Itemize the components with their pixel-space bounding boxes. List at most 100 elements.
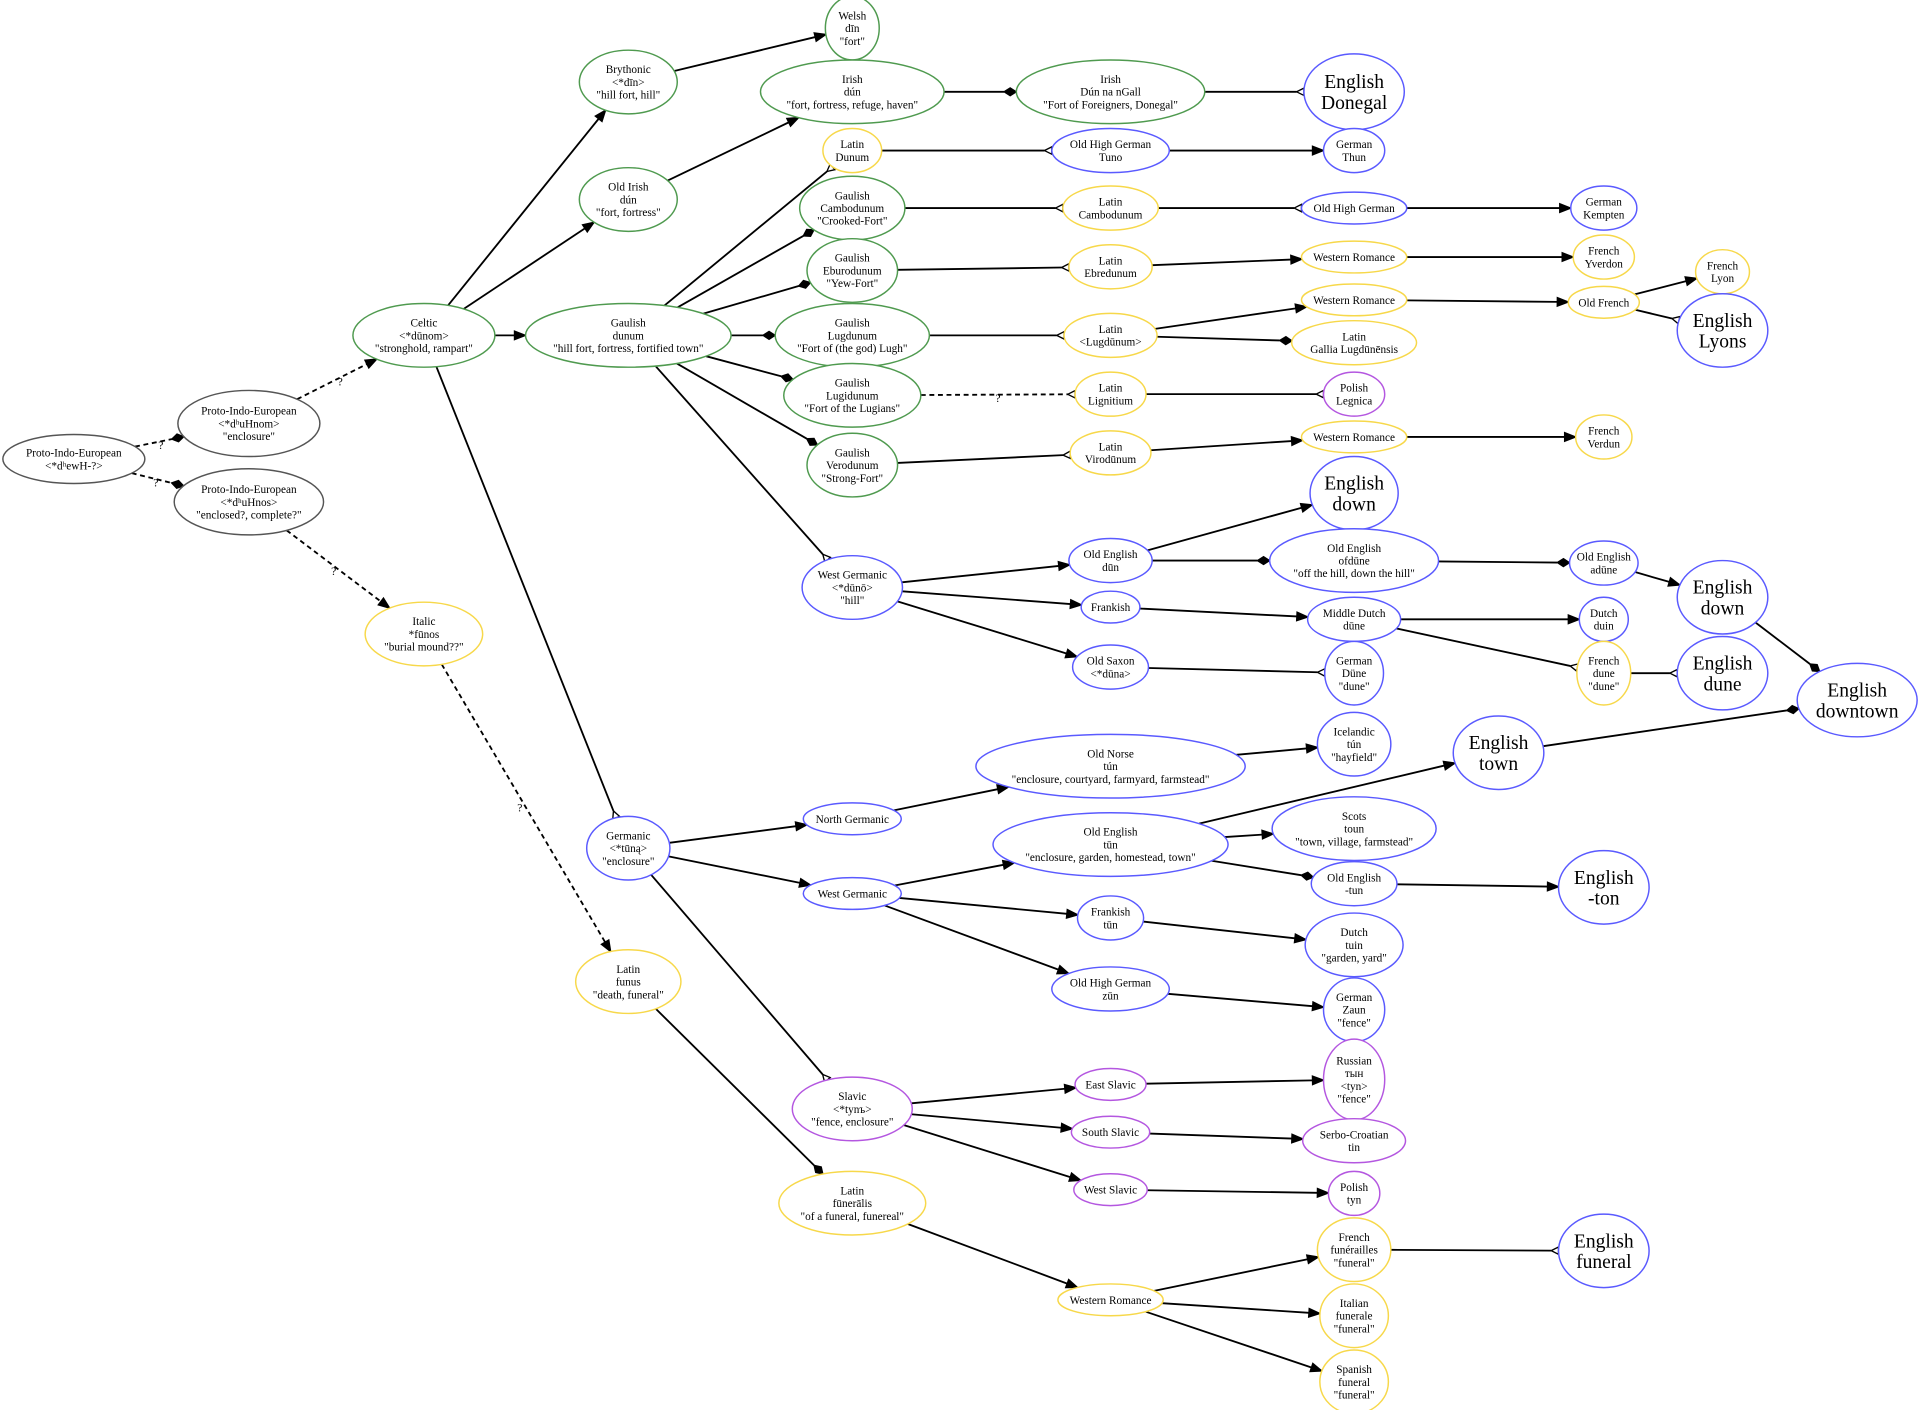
diamond-arrowhead-icon	[761, 330, 777, 341]
node-ellipse	[585, 815, 671, 881]
node-label-line: dūne	[1343, 621, 1365, 633]
normal-arrowhead-icon	[1290, 435, 1305, 447]
edge-line	[907, 1223, 1068, 1285]
edge-middle-dutch-to-dutch-duin	[1400, 614, 1582, 625]
edge-latin-funeralis-to-wr4	[907, 1223, 1080, 1289]
node-ellipse	[1568, 540, 1639, 586]
node-old-saxon: Old Saxon<*dūna>	[1071, 644, 1150, 690]
node-label-line: funeral	[1338, 1377, 1370, 1389]
open-arrowhead-icon	[1042, 145, 1053, 156]
edge-wr2-to-old-french	[1406, 296, 1571, 308]
node-label-line: French	[1588, 246, 1620, 258]
node-ellipse	[1324, 640, 1385, 706]
node-label-line: Italic	[412, 616, 435, 628]
node-label-line: Old English	[1327, 543, 1381, 555]
node-label-line: Middle Dutch	[1323, 608, 1386, 620]
diamond-arrowhead-icon	[802, 228, 816, 237]
node-label-line: "Yew-Fort"	[826, 278, 878, 290]
node-label-line: Old English	[1327, 872, 1381, 884]
edge-line	[903, 1124, 1071, 1178]
node-label-line: -tun	[1345, 885, 1363, 897]
edge-gaul-verodunum-to-latin-virodunum	[897, 449, 1072, 464]
edge-label: ?	[331, 565, 336, 578]
node-label-line: Lyons	[1699, 332, 1747, 353]
node-ellipse	[1322, 371, 1386, 417]
diamond-arrowhead-icon	[1002, 87, 1018, 97]
node-ellipse	[1074, 371, 1147, 417]
node-ellipse	[1304, 912, 1404, 978]
edge-line	[1167, 992, 1313, 1008]
node-ellipse	[1015, 59, 1206, 125]
node-south-slavic: South Slavic	[1070, 1115, 1151, 1149]
node-ellipse	[524, 302, 732, 368]
edge-slavic-to-west-slavic	[903, 1124, 1083, 1182]
node-label-line: Gaulish	[835, 447, 870, 459]
edge-line	[296, 363, 368, 401]
node-label-line: Icelandic	[1333, 726, 1374, 738]
node-label-line: "enclosure"	[602, 856, 654, 868]
node-label-line: "dune"	[1339, 681, 1370, 693]
edge-italic-to-latin-funus: ?	[440, 663, 612, 954]
edge-wr4-to-italian	[1161, 1302, 1322, 1319]
node-label-line: Latin	[1099, 441, 1123, 453]
node-label-line: "enclosed?, complete?"	[196, 509, 301, 521]
edge-line	[902, 590, 1071, 605]
edge-latin-funus-to-latin-funeralis	[655, 1008, 824, 1175]
node-label-line: West Germanic	[818, 570, 887, 582]
node-label-line: Proto-Indo-European	[201, 406, 297, 418]
node-west-germanic2: West Germanic	[802, 876, 902, 911]
node-ellipse	[1574, 414, 1633, 460]
node-label-line: Russian	[1336, 1055, 1372, 1067]
node-label-line: <*dūnō>	[832, 582, 873, 594]
edge-line	[286, 529, 382, 603]
node-eng-ton: English-ton	[1557, 849, 1650, 925]
node-label-line: ofdūne	[1338, 556, 1369, 568]
node-label-line: Lugdunum	[828, 330, 878, 342]
normal-arrowhead-icon	[1261, 829, 1276, 840]
node-ellipse	[1327, 1170, 1381, 1217]
diamond-arrowhead-icon	[805, 437, 819, 446]
open-arrowhead-icon	[1053, 203, 1064, 213]
node-label-line: Proto-Indo-European	[201, 484, 297, 496]
edge-gaulish-dunum-to-gaul-lugidunum	[705, 355, 795, 383]
open-arrowhead-icon	[1314, 389, 1325, 399]
node-label-line: "fort, fortress"	[596, 207, 661, 219]
node-label-line: English	[1827, 681, 1887, 702]
edge-line	[447, 118, 600, 307]
edges-layer: ??????	[131, 32, 1821, 1373]
node-ellipse	[1576, 640, 1632, 706]
edge-line	[1161, 1302, 1309, 1314]
node-label-line: English	[1469, 733, 1529, 754]
edge-old-french-to-eng-lyons	[1634, 308, 1681, 325]
edge-line	[901, 565, 1059, 584]
edge-latin-ebredunum-to-wr1	[1152, 254, 1304, 267]
diamond-arrowhead-icon	[1785, 704, 1801, 715]
edge-west-germanic2-to-frankish-tun	[899, 897, 1080, 920]
edge-ohg-to-german-kempten	[1406, 202, 1573, 214]
normal-arrowhead-icon	[1063, 1083, 1078, 1095]
node-label-line: Thun	[1342, 152, 1366, 164]
node-label-line: "enclosure, courtyard, farmyard, farmste…	[1012, 774, 1210, 786]
node-label-line: German	[1336, 992, 1373, 1004]
node-label-line: funeral	[1576, 1252, 1632, 1273]
node-label-line: "Strong-Fort"	[821, 473, 883, 485]
node-label-line: Gaulish	[835, 190, 870, 202]
normal-arrowhead-icon	[1311, 145, 1326, 156]
node-label-line: English	[1574, 868, 1634, 889]
normal-arrowhead-icon	[813, 32, 828, 43]
edge-line	[650, 874, 824, 1075]
node-ellipse	[806, 237, 899, 304]
node-label-line: Dutch	[1590, 608, 1618, 620]
node-ellipse	[802, 802, 902, 836]
node-ellipse	[1074, 1067, 1147, 1102]
node-label-line: "of a funeral, funereal"	[801, 1211, 905, 1223]
node-label-line: English	[1693, 654, 1753, 675]
edge-west-germanic2-to-ohg-zun	[884, 904, 1071, 975]
